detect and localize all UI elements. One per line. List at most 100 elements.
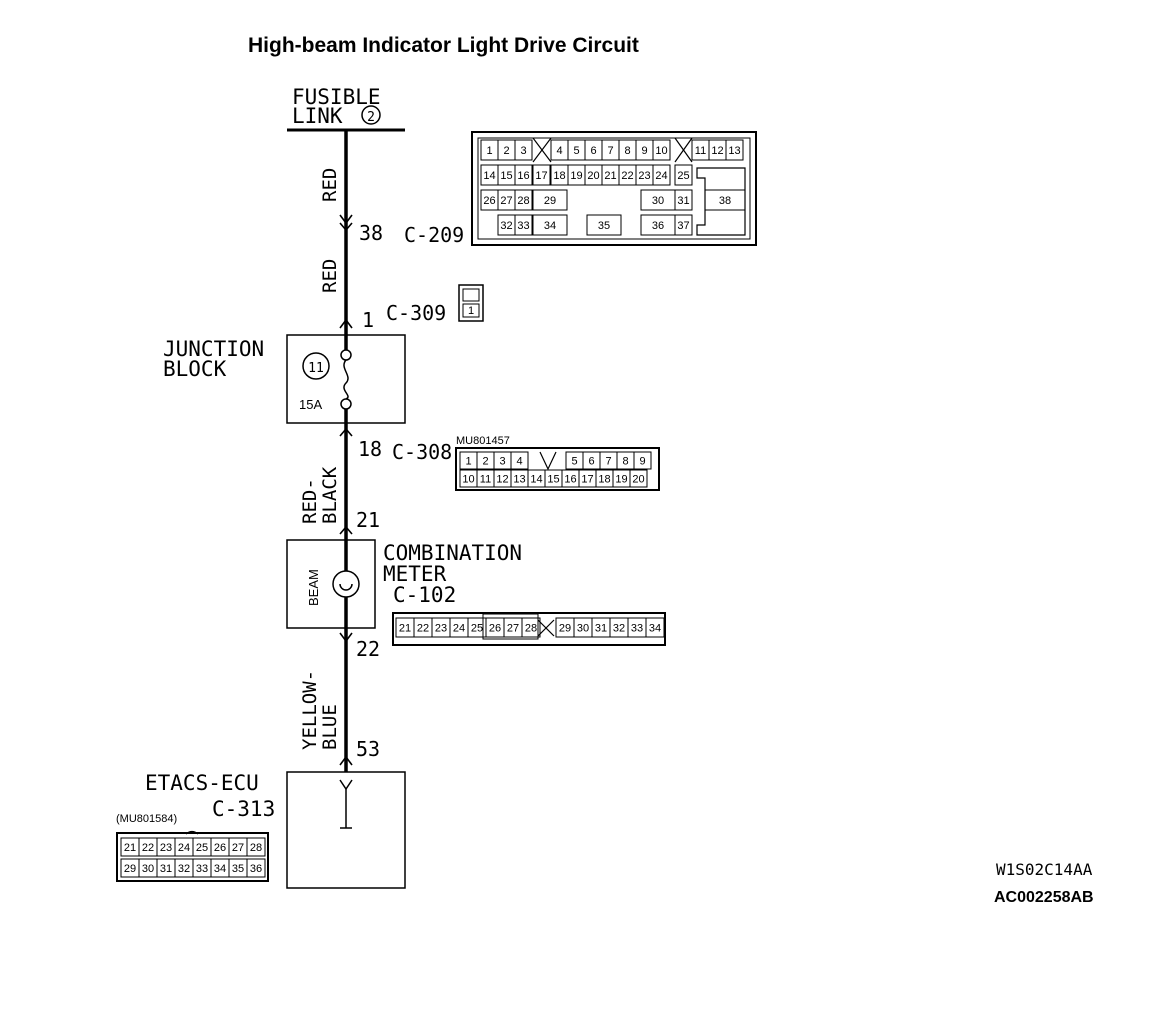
c308-pin-18: 18 [598, 474, 610, 486]
c102-pin-26: 26 [489, 623, 501, 635]
c308-pin-17: 17 [581, 474, 593, 486]
c209-pin-17: 17 [535, 170, 547, 182]
mark-c313 [339, 755, 353, 766]
c308-pin-11: 11 [480, 474, 491, 486]
c209-pin-29-cell [532, 189, 568, 211]
c308-pin-8: 8 [622, 456, 628, 468]
c313-pin-25: 25 [196, 842, 208, 854]
combination-meter-label-line1: COMBINATION [383, 541, 522, 565]
c209-pin-32: 32 [500, 220, 512, 232]
c308-pin-20: 20 [632, 474, 644, 486]
fuse-terminal-bottom [340, 398, 352, 410]
c209-pin-4: 4 [556, 145, 562, 157]
c308-pin-5: 5 [571, 456, 577, 468]
c313-pin-27: 27 [232, 842, 244, 854]
c209-pin-3: 3 [520, 145, 526, 157]
c209-pin-8: 8 [624, 145, 630, 157]
c102-pin-25: 25 [471, 623, 483, 635]
connector-c313-face: (MU801584) 21292230233124322533263427352… [116, 813, 269, 882]
c209-pin-26: 26 [483, 195, 495, 207]
c209-pin-27: 27 [500, 195, 512, 207]
combination-meter-label-line2: METER [383, 562, 447, 586]
c209-pin-37-cell [674, 214, 693, 236]
c313-part-number: (MU801584) [116, 813, 177, 825]
wire-color-red-middle: RED [319, 259, 341, 293]
mark-c209-plug [339, 222, 353, 232]
c209-pin-38: 38 [719, 195, 731, 207]
c209-pin-33-cell [514, 214, 533, 236]
wire-color-red-black-line2: BLACK [319, 466, 341, 524]
connector-c308-label: C-308 [392, 440, 452, 464]
c102-pin-34-cell [645, 617, 665, 638]
c209-pin-37: 37 [677, 220, 689, 232]
c209-pin-5: 5 [573, 145, 579, 157]
c209-pin-12: 12 [711, 145, 723, 157]
wire-color-red-black-line1: RED- [299, 478, 321, 524]
c209-pin-31-cell [674, 189, 693, 211]
c209-pin-25-cell [674, 164, 693, 186]
diagram-title: High-beam Indicator Light Drive Circuit [248, 34, 639, 57]
c308-pin-9: 9 [639, 456, 645, 468]
c209-pin-25: 25 [677, 170, 689, 182]
c308-pin-3: 3 [499, 456, 505, 468]
indicator-lamp [332, 570, 360, 598]
c209-pin-23: 23 [638, 170, 650, 182]
c209-pin-10-cell [652, 139, 671, 161]
c209-pin-24: 24 [655, 170, 667, 182]
c313-pin-26: 26 [214, 842, 226, 854]
c102-pin-33: 33 [631, 623, 643, 635]
c209-pin-14: 14 [483, 170, 495, 182]
connector-c309-face: 1 [458, 284, 484, 322]
c209-pin-34-cell [532, 214, 568, 236]
c209-pin-1: 1 [486, 145, 492, 157]
fusible-link-number: 2 [367, 110, 375, 125]
c209-pin-22: 22 [621, 170, 633, 182]
c309-pin-1: 1 [468, 305, 474, 317]
fuse-element [343, 359, 349, 400]
c313-pin-28: 28 [250, 842, 262, 854]
connector-marks [339, 214, 353, 766]
c209-pin-33: 33 [517, 220, 529, 232]
c313-pin-24: 24 [178, 842, 190, 854]
mark-c209-receptacle [339, 214, 353, 225]
c209-pin-31: 31 [677, 195, 689, 207]
wire-color-yellow-blue-line1: YELLOW- [299, 670, 321, 750]
c308-pin-4: 4 [516, 456, 522, 468]
c209-pin-24-cell [652, 164, 671, 186]
c313-pin-36: 36 [250, 863, 262, 875]
c313-pin-29: 29 [124, 863, 136, 875]
c209-pin-28: 28 [517, 195, 529, 207]
c102-pin-22: 22 [417, 623, 429, 635]
connector-c209-label: C-209 [404, 223, 464, 247]
c209-pin-13: 13 [728, 145, 740, 157]
junction-block-label-line1: JUNCTION [163, 337, 264, 361]
c102-pin-23: 23 [435, 623, 447, 635]
c209-pin-30: 30 [652, 195, 664, 207]
c102-pin-24: 24 [453, 623, 465, 635]
c209-pin-20: 20 [587, 170, 599, 182]
fuse-number: 11 [308, 361, 324, 376]
c209-pin-35-cell [586, 214, 622, 236]
c308-pin-12: 12 [496, 474, 508, 486]
fusible-link-label-line2: LINK [292, 104, 343, 128]
c209-pin-35: 35 [598, 220, 610, 232]
c308-pin-9-cell [633, 451, 652, 470]
c209-pin-16-cell [514, 164, 533, 186]
c102-pin-30: 30 [577, 623, 589, 635]
c102-pin-28-cell [521, 617, 541, 638]
etacs-ecu-label: ETACS-ECU [145, 771, 259, 795]
c308-pin-14: 14 [530, 474, 542, 486]
c313-pin-23: 23 [160, 842, 172, 854]
c209-pin-29: 29 [544, 195, 556, 207]
c209-pin-9: 9 [641, 145, 647, 157]
c313-pin-32: 32 [178, 863, 190, 875]
etacs-ecu-box [286, 771, 406, 889]
c308-pin-15: 15 [547, 474, 559, 486]
c313-pin-36-cell [246, 858, 266, 878]
c209-pin-34: 34 [544, 220, 556, 232]
fusible-link-number-circle [361, 105, 381, 125]
